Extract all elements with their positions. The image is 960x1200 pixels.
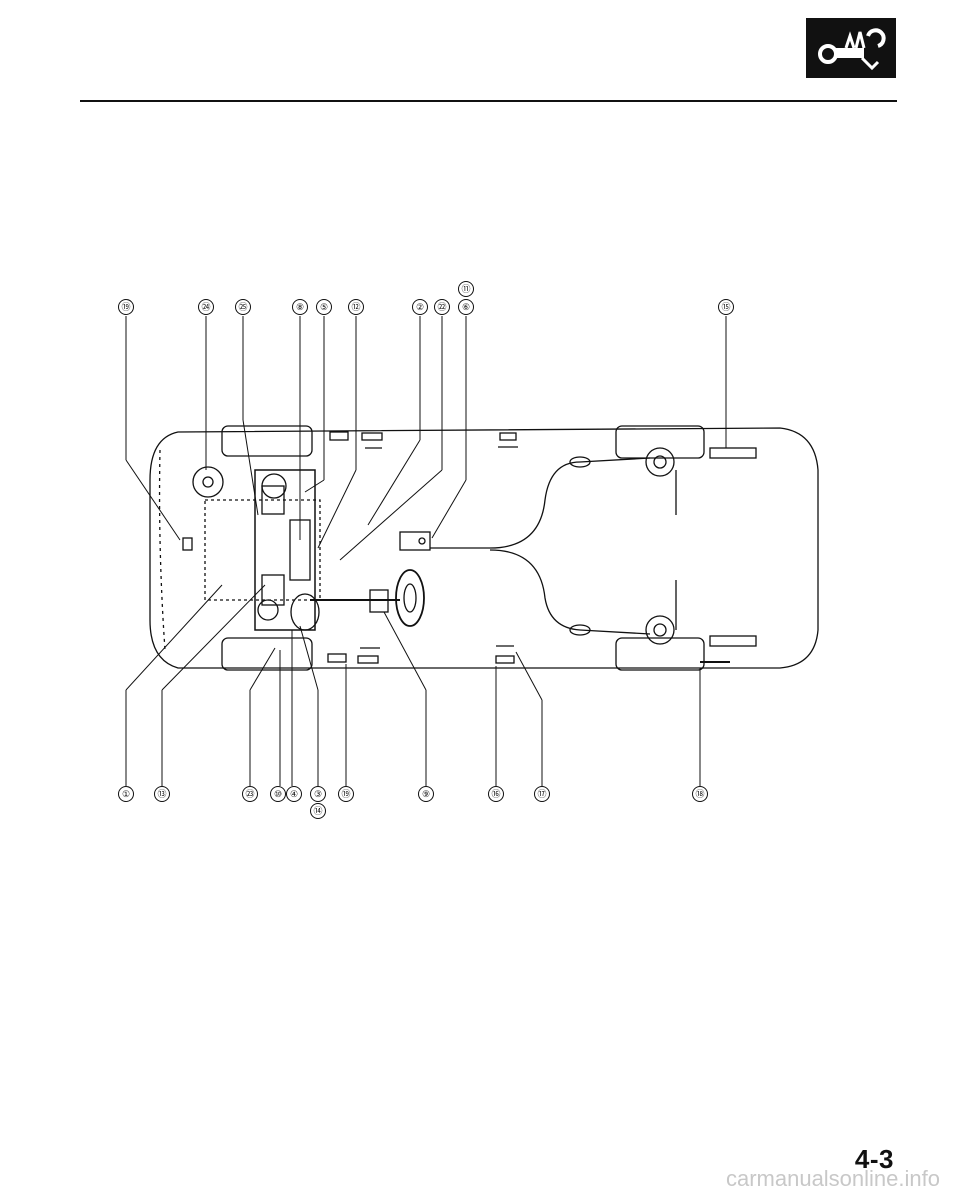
callout-bottom-16: ⑯ (488, 786, 504, 802)
wrench-hand-icon (806, 18, 896, 78)
svg-text:㉓: ㉓ (245, 789, 254, 799)
svg-text:⑩: ⑩ (274, 789, 282, 799)
callout-bottom-17: ⑰ (534, 786, 550, 802)
engine-block (254, 469, 316, 631)
callout-bottom-13: ⑬ (154, 786, 170, 802)
callout-bottom-23: ㉓ (242, 786, 258, 802)
svg-text:⑤: ⑤ (320, 302, 328, 312)
svg-text:④: ④ (290, 789, 298, 799)
callout-bottom-1: ① (118, 786, 134, 802)
callout-top-11: ⑪ (458, 281, 474, 297)
callout-bottom-3: ③ (310, 786, 326, 802)
svg-text:①: ① (122, 789, 130, 799)
callout-top-6: ⑥ (458, 299, 474, 315)
svg-text:⑲: ⑲ (341, 789, 350, 799)
reservoir (192, 466, 224, 498)
svg-text:㉔: ㉔ (201, 302, 210, 312)
steering-wheel (395, 569, 425, 627)
front-right-wheel (221, 637, 313, 671)
callout-bottom-18: ⑱ (692, 786, 708, 802)
callout-top-24: ㉔ (198, 299, 214, 315)
callout-bottom-14: ⑭ (310, 803, 326, 819)
svg-text:⑥: ⑥ (462, 302, 470, 312)
callouts-top: ⑲ ㉔ ㉕ ⑧ ⑤ ⑫ ② ㉒ ⑪ ⑥ ⑮ (118, 281, 734, 315)
svg-text:㉕: ㉕ (238, 302, 247, 312)
svg-text:⑭: ⑭ (313, 806, 322, 816)
callout-top-8: ⑧ (292, 299, 308, 315)
svg-text:⑧: ⑧ (296, 302, 304, 312)
svg-text:⑯: ⑯ (491, 789, 500, 799)
rear-right-wheel (615, 637, 705, 671)
page-number: 4-3 (854, 1144, 894, 1174)
callout-top-22: ㉒ (434, 299, 450, 315)
callout-top-19: ⑲ (118, 299, 134, 315)
svg-text:㉒: ㉒ (437, 302, 446, 312)
svg-text:⑬: ⑬ (157, 789, 166, 799)
svg-text:⑫: ⑫ (351, 302, 360, 312)
callout-top-12: ⑫ (348, 299, 364, 315)
callout-top-2: ② (412, 299, 428, 315)
svg-text:③: ③ (314, 789, 322, 799)
svg-text:⑱: ⑱ (695, 789, 704, 799)
callout-bottom-4: ④ (286, 786, 302, 802)
callout-bottom-19: ⑲ (338, 786, 354, 802)
callout-bottom-10: ⑩ (270, 786, 286, 802)
svg-text:⑨: ⑨ (422, 789, 430, 799)
svg-text:⑰: ⑰ (537, 789, 546, 799)
svg-text:⑲: ⑲ (121, 302, 130, 312)
brake-cable-left (489, 461, 581, 549)
watermark: carmanualsonline.info (725, 1166, 940, 1191)
rear-left-wheel (615, 425, 705, 459)
front-left-wheel (221, 425, 313, 457)
callout-top-25: ㉕ (235, 299, 251, 315)
header-rule (80, 100, 897, 102)
brake-lever (399, 531, 431, 551)
svg-text:②: ② (416, 302, 424, 312)
callout-top-15: ⑮ (718, 299, 734, 315)
callout-bottom-9: ⑨ (418, 786, 434, 802)
svg-text:⑪: ⑪ (461, 284, 470, 294)
car-body-outline (149, 427, 819, 669)
section-badge (806, 18, 896, 78)
svg-text:⑮: ⑮ (721, 302, 730, 312)
brake-cable-right (489, 549, 581, 631)
callouts-bottom: ① ⑬ ㉓ ⑩ ④ ③ ⑲ ⑭ ⑨ ⑯ ⑰ ⑱ (118, 786, 708, 819)
callout-top-5: ⑤ (316, 299, 332, 315)
